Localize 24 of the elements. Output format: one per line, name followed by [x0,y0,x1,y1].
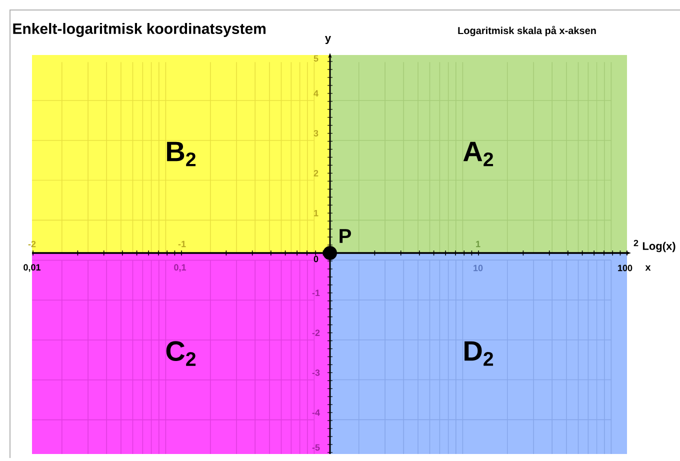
tick-label: 3 [314,130,318,136]
tick-label: 10 [474,264,483,272]
tick-label: 5 [314,55,318,62]
axis-label: x [645,265,651,271]
tick-label: -5 [312,444,320,451]
axis-label: y [325,36,331,44]
tick-label: 0,01 [24,264,40,272]
tick-label: 100 [618,264,632,272]
tick-label: 4 [314,90,318,96]
tick-label: 1 [476,240,480,248]
tick-label: -3 [312,370,320,376]
tick-label: -1 [178,240,186,248]
tick-label: 2 [634,240,638,246]
point-label: P [340,229,351,243]
tick-label: 0,1 [174,264,186,272]
tick-label: -2 [312,330,320,336]
tick-label: 2 [314,170,318,176]
tick-label: 1 [314,210,318,216]
tick-label: -4 [312,410,320,416]
title: Enkelt-logaritmisk koordinatsystem [13,22,266,38]
subtitle: Logaritmisk skala på x-aksen [458,26,596,36]
tick-label: 0 [314,256,318,262]
tick-label: -1 [312,290,320,296]
axis-label: Log(x) [642,242,676,252]
